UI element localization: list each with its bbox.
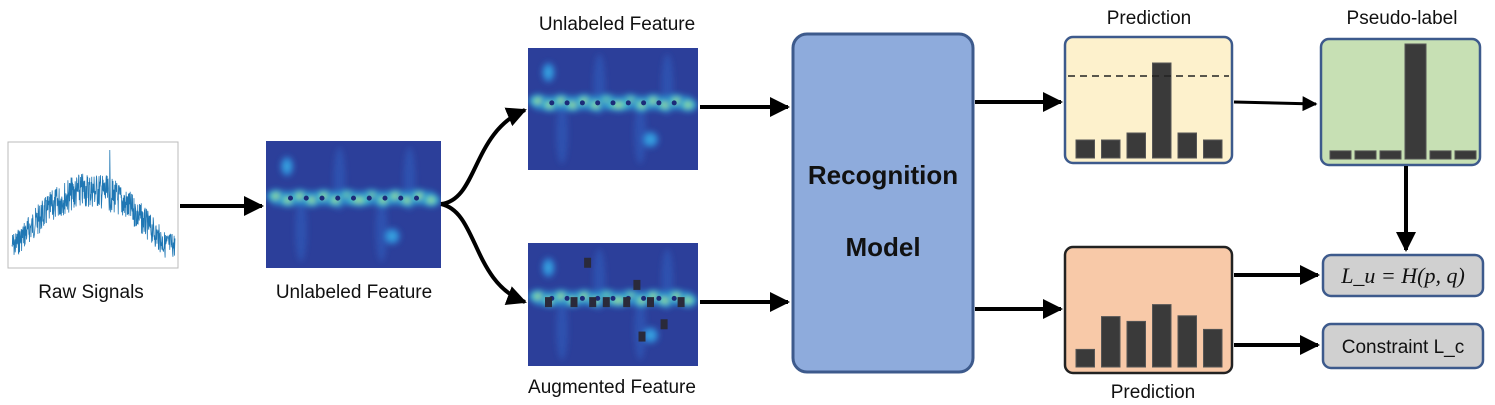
bar <box>1126 132 1146 159</box>
bar <box>1126 320 1146 368</box>
bar <box>1454 150 1477 160</box>
recognition-model-label-line2: Model <box>845 232 920 262</box>
bar <box>1429 150 1452 160</box>
recognition-model-label-line1: Recognition <box>808 160 958 190</box>
bar <box>1152 62 1172 159</box>
unsup-loss-label: L_u = H(p, q) <box>1340 263 1465 288</box>
bar <box>1203 328 1223 368</box>
prediction-top-label: Prediction <box>1107 8 1192 29</box>
bar <box>1101 316 1121 368</box>
raw-signal-panel <box>7 141 179 269</box>
bar <box>1404 43 1427 160</box>
bar <box>1075 139 1095 159</box>
pseudo-label-title: Pseudo-label <box>1347 8 1458 29</box>
constraint-loss-box <box>1321 322 1485 370</box>
constraint-loss-label: Constraint L_c <box>1342 337 1465 358</box>
bar <box>1177 315 1197 368</box>
unlabeled-feature-top-label: Unlabeled Feature <box>539 14 695 35</box>
branch-arrow-bottom <box>440 202 527 305</box>
augmented-feature-heatmap <box>528 243 698 366</box>
bar <box>1379 150 1402 160</box>
bar <box>1101 139 1121 159</box>
bar <box>1354 150 1377 160</box>
augmented-feature-label: Augmented Feature <box>528 377 696 398</box>
unlabeled-feature-heatmap <box>266 141 441 268</box>
branch-arrow-top <box>440 107 527 206</box>
bar <box>1075 348 1095 368</box>
bar <box>1177 132 1197 159</box>
unlabeled-feature-top-heatmap <box>528 48 698 170</box>
bar <box>1152 304 1172 368</box>
prediction-top-box <box>1063 35 1234 165</box>
raw-signals-label: Raw Signals <box>38 282 144 303</box>
pseudo-label-bars <box>1329 43 1477 160</box>
unlabeled-feature-input-label: Unlabeled Feature <box>276 282 432 303</box>
prediction-top-bars <box>1075 62 1223 159</box>
prediction-bottom-bars <box>1075 304 1223 368</box>
unsup-loss-box <box>1321 253 1485 298</box>
pseudo-label-box <box>1319 37 1482 167</box>
bar <box>1329 150 1352 160</box>
recognition-model-box <box>791 32 975 374</box>
bar <box>1203 139 1223 159</box>
raw-signal-waveform <box>11 149 176 258</box>
prediction-bottom-label: Prediction <box>1111 382 1196 403</box>
arrow-prediction-to-pseudo-label <box>1233 96 1318 112</box>
